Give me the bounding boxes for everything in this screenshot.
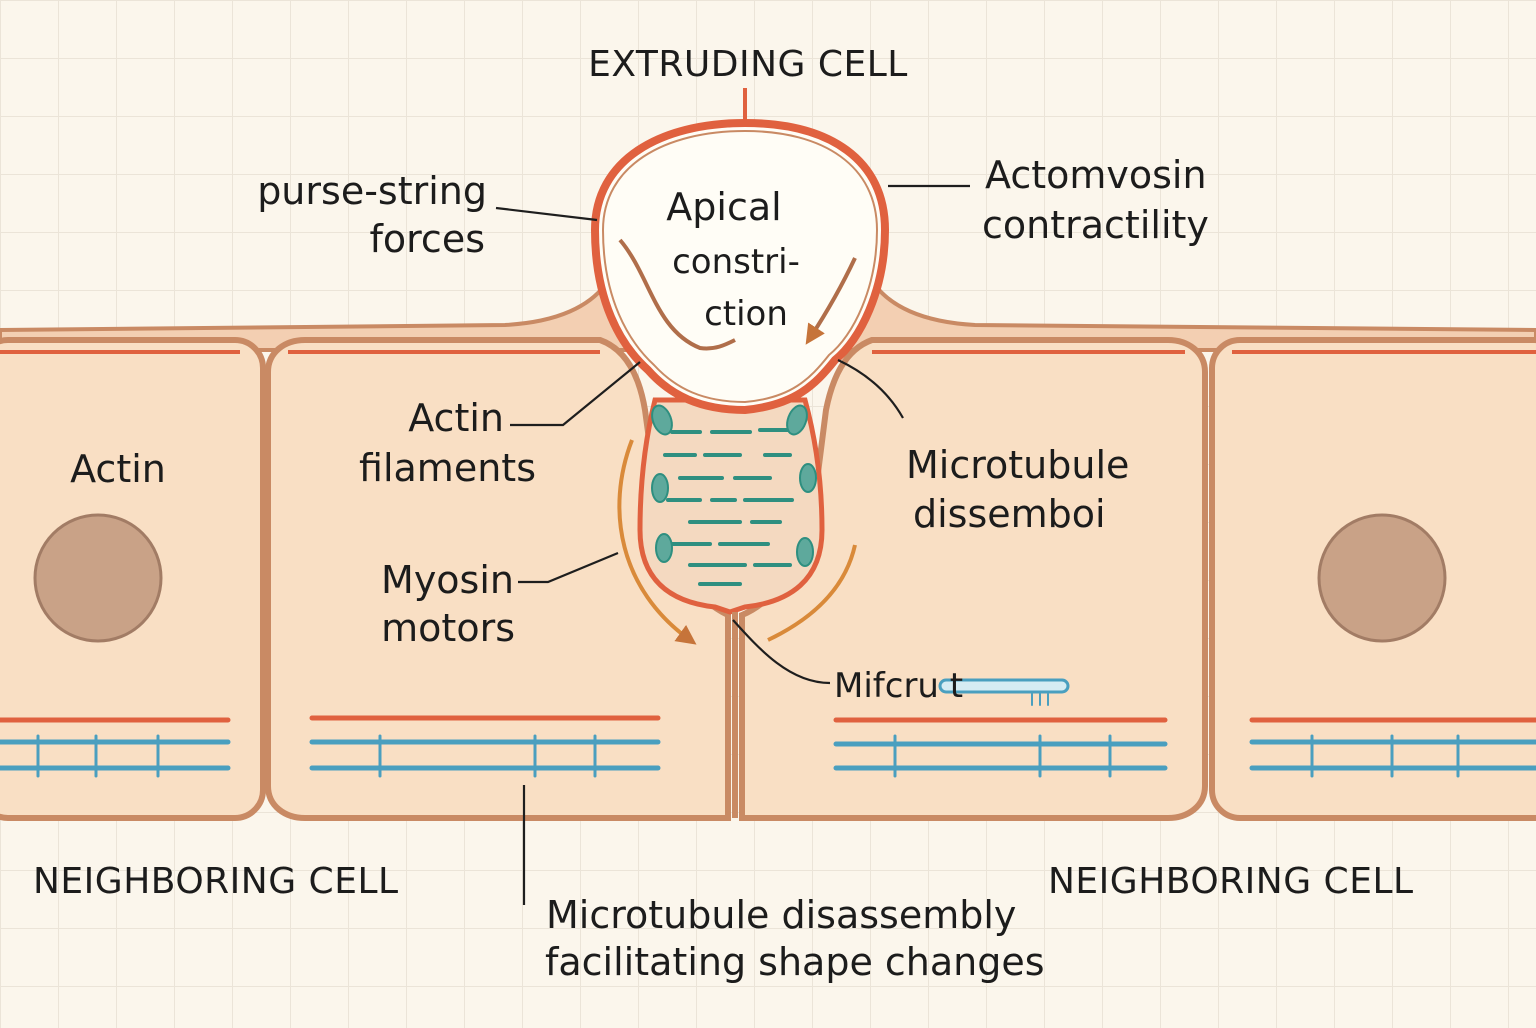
caption-line-2: facilitating shape changes [545, 940, 1045, 984]
leader-microtubule-dis [837, 359, 904, 419]
label-actin: Actin [408, 396, 504, 440]
contraction-arrow [618, 238, 736, 351]
microtubule-bundle [1249, 734, 1536, 778]
label-contractility: contractility [982, 203, 1209, 247]
label-microtubule: Microtubule [906, 443, 1129, 487]
caption-line-1: Microtubule disassembly [546, 893, 1016, 937]
leader-actin-filaments [510, 361, 641, 427]
label-actin-left: Actin [70, 447, 166, 491]
flow-arrow-right [767, 544, 857, 642]
microtubule-bundle [833, 734, 1168, 778]
myosin-clusters [651, 404, 817, 567]
leader-myosin [518, 551, 619, 584]
label-purse-string: purse-string [257, 169, 487, 213]
label-dissemboi: dissemboi [913, 492, 1106, 536]
extruding-cell-apical [590, 88, 890, 415]
label-ction: ction [704, 294, 788, 334]
leader-micro-small [732, 619, 831, 685]
nucleus [1317, 513, 1447, 643]
label-filaments: filaments [359, 446, 536, 490]
microtubule-bundle [309, 734, 661, 778]
leader-purse-string [495, 206, 598, 222]
extruding-cell-base [637, 397, 825, 615]
label-motors: motors [381, 606, 515, 650]
label-neighboring-left: NEIGHBORING CELL [33, 861, 399, 902]
label-neighboring-right: NEIGHBORING CELL [1048, 861, 1414, 902]
nucleus [33, 513, 163, 643]
neighbor-cell-far-left [0, 337, 266, 821]
microtubule-fragments [663, 428, 794, 586]
neighbor-cell-right [739, 337, 1208, 821]
microtubule-bundle [0, 734, 231, 778]
neighbor-cell-far-right [1209, 337, 1536, 821]
label-forces: forces [370, 217, 485, 261]
flow-arrow-left [617, 439, 697, 645]
contraction-arrow [805, 257, 857, 345]
label-mifcru: Mifcru t [834, 666, 963, 706]
label-constri: constri- [672, 242, 800, 282]
label-myosin: Myosin [381, 558, 514, 602]
label-actomyosin: Actomvosin [985, 153, 1207, 197]
label-apical: Apical [666, 185, 781, 229]
title-extruding-cell: EXTRUDING CELL [588, 44, 908, 85]
microtubule-fragment-icon [938, 678, 1070, 706]
